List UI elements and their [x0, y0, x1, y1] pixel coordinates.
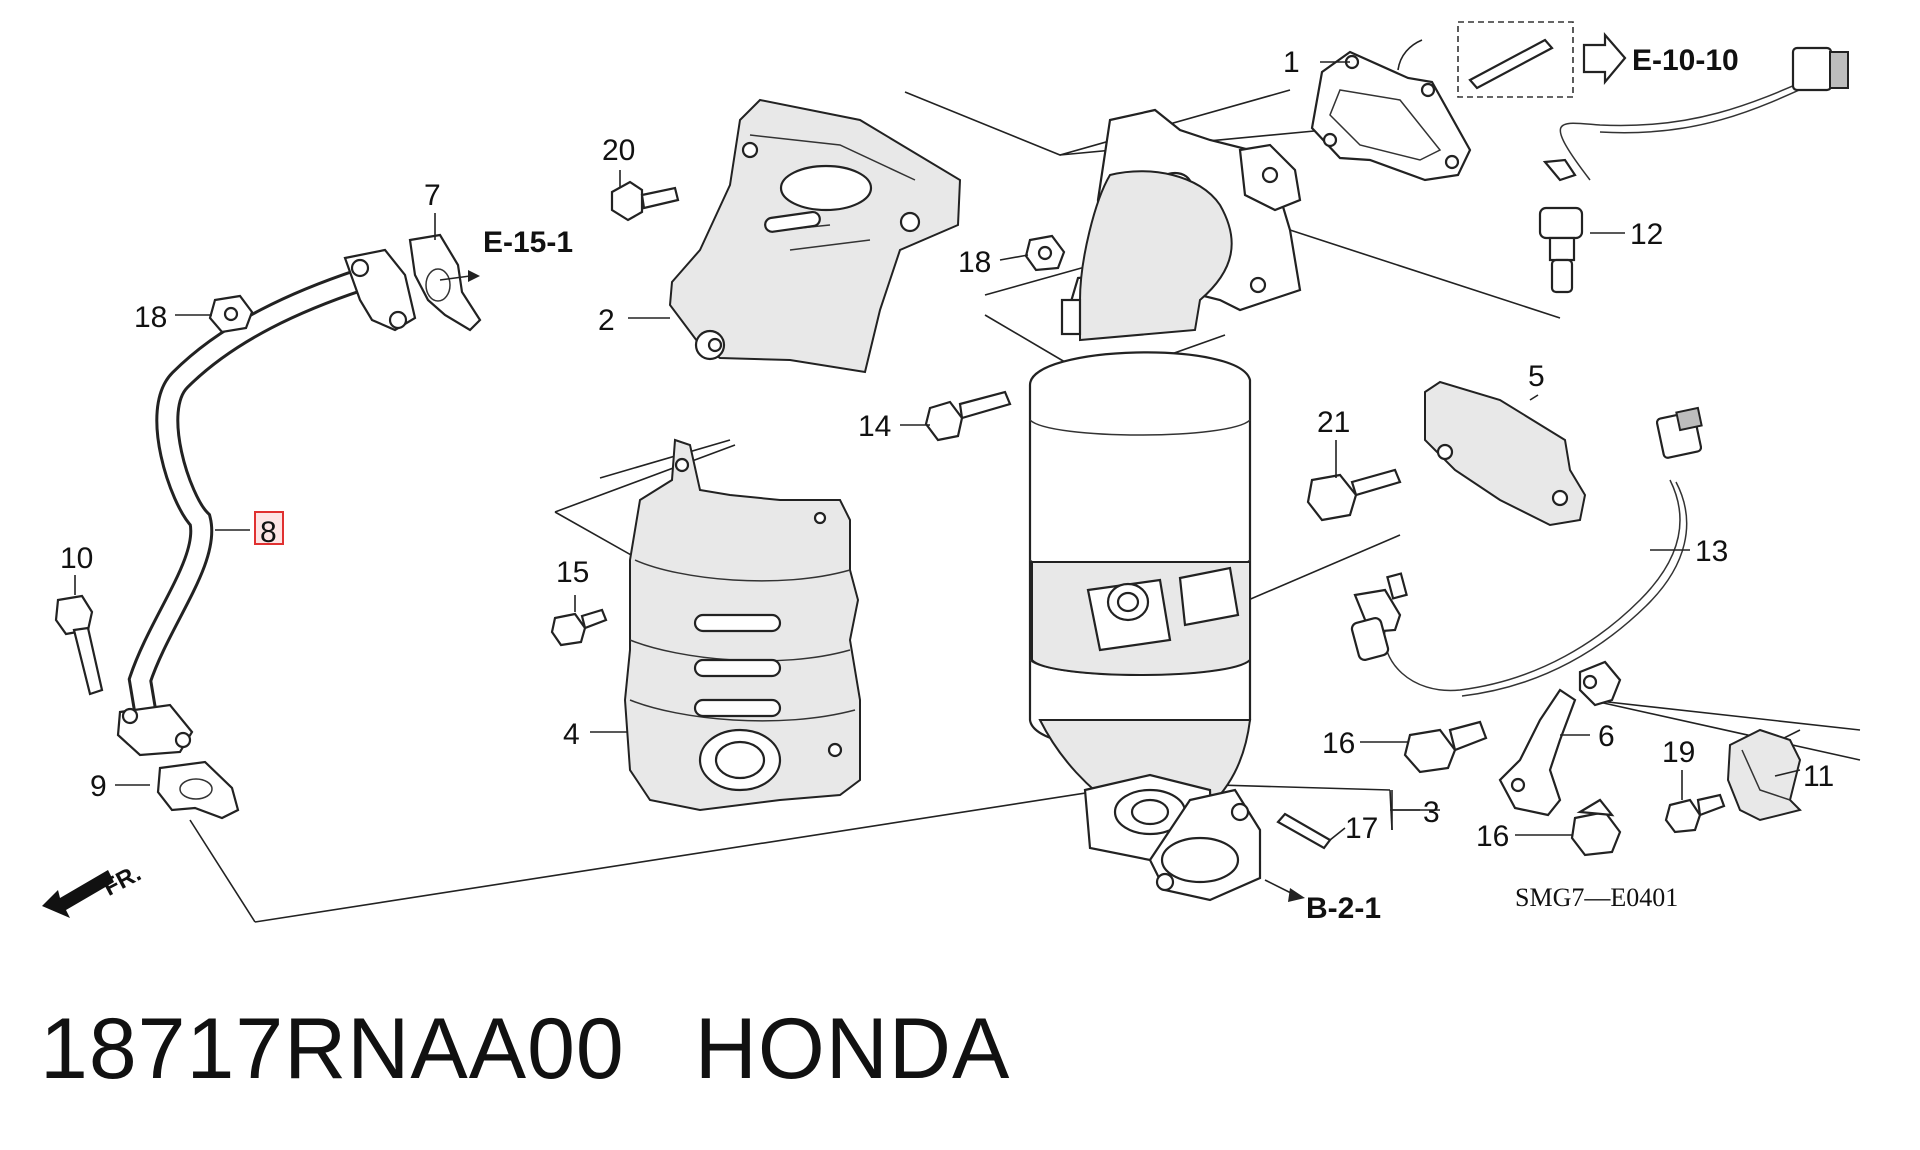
- stud-reference-box: [1457, 21, 1574, 98]
- callout-16-lower: 16: [1476, 820, 1509, 853]
- callout-11: 11: [1803, 760, 1834, 793]
- bracket-part-5: [1424, 380, 1587, 527]
- callout-12: 12: [1630, 218, 1663, 251]
- callout-15: 15: [556, 556, 589, 589]
- diagram-code: SMG7—E0401: [1515, 883, 1678, 912]
- callout-14: 14: [858, 410, 891, 443]
- callout-leaders: [74, 39, 1801, 841]
- gasket-part-1: [1310, 50, 1472, 182]
- callout-18-center: 18: [958, 246, 991, 279]
- upper-heat-shield-part-2: [668, 98, 962, 374]
- front-direction-arrow: [42, 870, 114, 918]
- bracket-part-6: [1498, 660, 1622, 817]
- bolt-part-19: [1664, 793, 1726, 834]
- callout-5: 5: [1528, 360, 1545, 393]
- bolt-part-21: [1306, 468, 1402, 522]
- arrow-e-10-10: [1582, 32, 1627, 86]
- callout-18-left: 18: [134, 301, 167, 334]
- nut-part-18-left: [208, 294, 254, 334]
- bolt-part-20: [610, 180, 680, 222]
- callout-2: 2: [598, 304, 615, 337]
- egr-pipe-part-8: [116, 248, 417, 757]
- brand-name: HONDA: [694, 1001, 1011, 1097]
- callout-6: 6: [1598, 720, 1615, 753]
- oxygen-sensor-part-13: [1350, 406, 1703, 697]
- callout-1: 1: [1283, 46, 1300, 79]
- bolt-part-10: [54, 594, 104, 696]
- clip-part-11: [1726, 728, 1802, 822]
- reference-b-2-1: B-2-1: [1306, 892, 1381, 925]
- stud-part-17: [1276, 812, 1332, 850]
- callout-7: 7: [424, 179, 441, 212]
- bolt-part-16-lower: [1570, 798, 1622, 857]
- callout-21: 21: [1317, 406, 1350, 439]
- callout-13: 13: [1695, 535, 1728, 568]
- lower-heat-shield-part-4: [623, 438, 861, 812]
- highlighted-callout-8: 8: [254, 511, 284, 549]
- callout-9: 9: [90, 770, 107, 803]
- callout-17: 17: [1345, 812, 1378, 845]
- part-number: 18717RNAA00: [40, 1001, 625, 1097]
- nut-part-18-center: [1024, 234, 1066, 272]
- leader-lines: [189, 89, 1861, 923]
- reference-e-15-1: E-15-1: [483, 226, 573, 259]
- callout-20: 20: [602, 134, 635, 167]
- callout-16-upper: 16: [1322, 727, 1355, 760]
- gasket-part-9: [156, 760, 240, 820]
- callout-19: 19: [1662, 736, 1695, 769]
- gasket-part-7: [408, 233, 482, 332]
- bolt-part-15: [550, 608, 608, 647]
- callout-10: 10: [60, 542, 93, 575]
- callout-3: 3: [1423, 796, 1440, 829]
- callout-4: 4: [563, 718, 580, 751]
- catalytic-converter-part-3: [1028, 108, 1302, 902]
- part-caption: 18717RNAA00 HONDA: [40, 1000, 1080, 1099]
- front-label: FR.: [99, 860, 146, 902]
- callout-8: 8: [260, 516, 277, 549]
- arrow-b-2-1: [1264, 879, 1305, 902]
- oxygen-sensor-part-12: [1538, 46, 1849, 294]
- highlight-box: [254, 511, 284, 545]
- bolt-part-16-upper: [1403, 720, 1488, 774]
- bolt-part-14: [924, 390, 1012, 442]
- reference-e-10-10: E-10-10: [1632, 44, 1739, 77]
